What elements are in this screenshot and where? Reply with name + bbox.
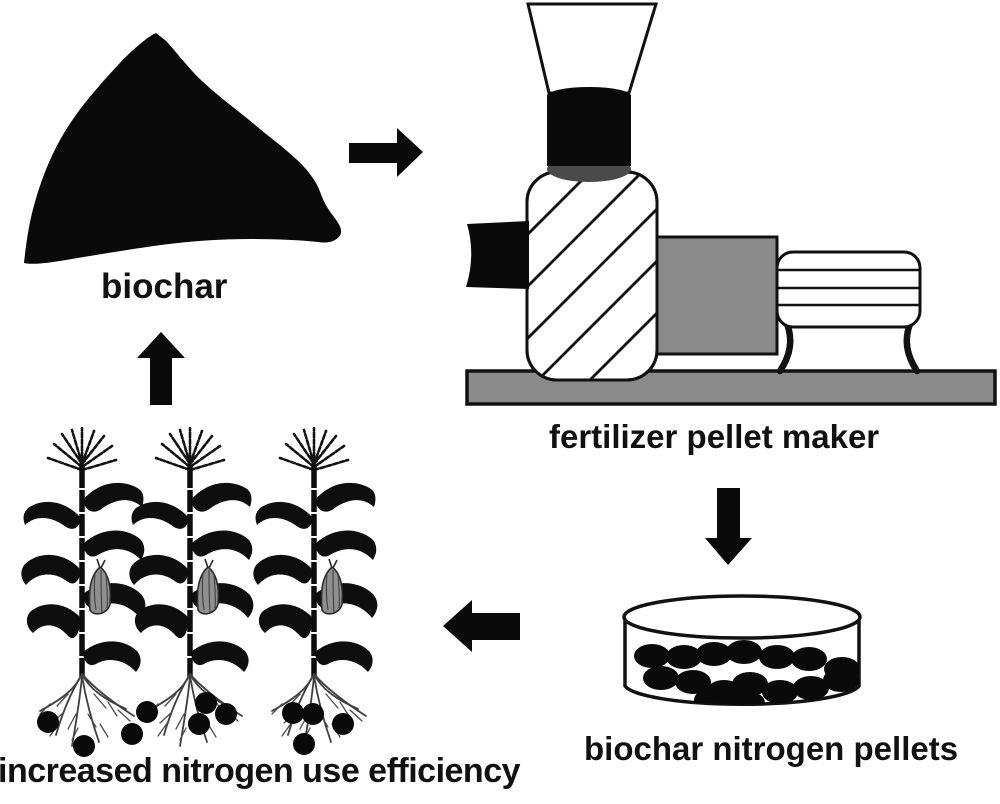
efficiency-label: increased nitrogen use efficiency xyxy=(0,752,521,790)
arrow-up-icon xyxy=(137,332,185,405)
machine-outlet-spout xyxy=(466,221,529,289)
biochar-pile-icon xyxy=(24,33,342,264)
corn-plant-3 xyxy=(253,428,377,746)
arrow-right-icon xyxy=(349,128,423,177)
pellet-maker-machine-icon xyxy=(465,2,997,406)
arrow-left-icon xyxy=(443,600,520,652)
pellets xyxy=(634,640,859,705)
machine-motor xyxy=(775,250,922,375)
corn-plant-2 xyxy=(129,428,253,746)
machine-feed-throat xyxy=(547,87,631,182)
corn-plant-1 xyxy=(21,428,145,746)
pellets-label: biochar nitrogen pellets xyxy=(584,730,959,767)
arrow-down-icon xyxy=(705,488,752,565)
pellet-dish-icon xyxy=(622,594,862,707)
pellet-maker-label: fertilizer pellet maker xyxy=(549,418,880,455)
machine-housing xyxy=(654,235,779,356)
machine-hopper-funnel xyxy=(526,2,659,95)
soil-pellet-dots xyxy=(37,692,354,757)
biochar-label: biochar xyxy=(101,267,228,306)
corn-plants-icon xyxy=(21,428,377,757)
